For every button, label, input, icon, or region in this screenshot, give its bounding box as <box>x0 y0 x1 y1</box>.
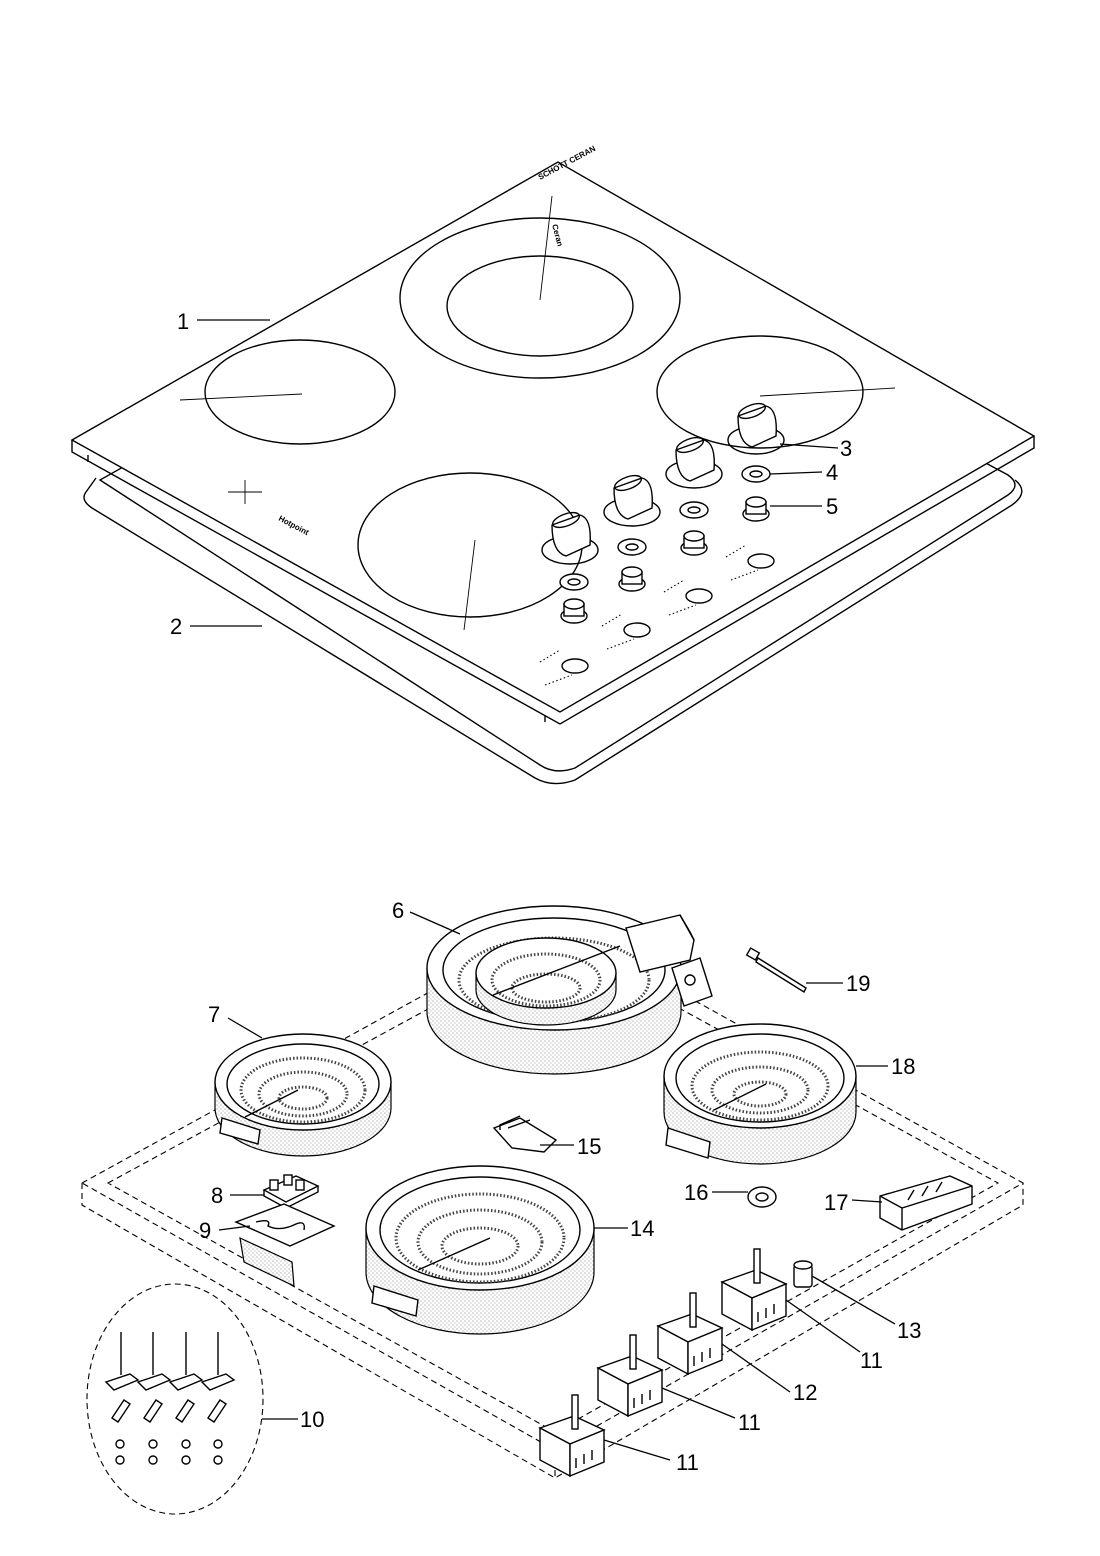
dual-radiant-element <box>426 905 713 1075</box>
spindle-bushes <box>560 496 770 624</box>
callout-14: 14 <box>630 1216 654 1241</box>
radiant-element-right <box>663 1023 857 1165</box>
callout-6: 6 <box>392 898 404 923</box>
callout-11-rear: 11 <box>860 1348 883 1373</box>
energy-regulators <box>538 1248 788 1478</box>
terminal-block <box>262 1174 320 1209</box>
callout-labels: 1 2 3 4 5 6 7 8 9 10 11 11 12 11 13 14 1… <box>170 309 921 1475</box>
callout-11-middle: 11 <box>738 1410 761 1435</box>
control-knobs <box>541 402 785 565</box>
leader-lines <box>190 319 896 1461</box>
lamp-grommet <box>747 1186 777 1208</box>
callout-18: 18 <box>891 1054 915 1079</box>
control-graphics <box>539 544 775 686</box>
callout-2: 2 <box>170 614 182 639</box>
cable-tie <box>745 947 807 994</box>
callout-1: 1 <box>177 309 189 334</box>
callout-8: 8 <box>211 1183 223 1208</box>
knob-rings <box>559 465 771 591</box>
callout-11-front: 11 <box>676 1450 699 1475</box>
callout-3: 3 <box>840 436 852 461</box>
callout-7: 7 <box>208 1002 220 1027</box>
heating-assembly <box>80 905 1025 1515</box>
callout-12: 12 <box>793 1380 817 1405</box>
radiant-element-left <box>214 1033 392 1157</box>
callout-5: 5 <box>826 494 838 519</box>
callout-9: 9 <box>199 1218 211 1243</box>
callout-15: 15 <box>577 1134 601 1159</box>
callout-16: 16 <box>684 1180 708 1205</box>
mounting-plate <box>234 1203 336 1287</box>
sensor-bracket <box>492 1115 558 1153</box>
radiant-element-front <box>365 1165 595 1335</box>
cooking-zones <box>179 195 896 631</box>
callout-17: 17 <box>824 1190 848 1215</box>
frame-seal <box>83 227 1023 785</box>
mains-terminal-box <box>879 1175 973 1231</box>
indicator-lamp <box>793 1260 813 1288</box>
cooktop-assembly: SCHOTT CERAN Ceran Hotpoint <box>70 144 1036 785</box>
callout-4: 4 <box>826 460 838 485</box>
glass-top <box>70 161 1036 725</box>
callout-13: 13 <box>897 1318 921 1343</box>
callout-10: 10 <box>300 1407 324 1432</box>
callout-19: 19 <box>846 971 870 996</box>
fixing-kit <box>86 1283 264 1515</box>
